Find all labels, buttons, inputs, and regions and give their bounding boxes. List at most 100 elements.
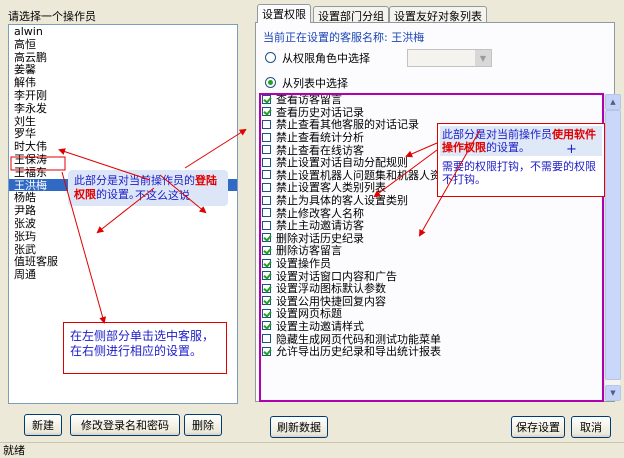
current-name-prefix: 当前正在设置的客服名称: xyxy=(263,31,392,44)
list-radio[interactable] xyxy=(265,77,276,88)
permission-checkbox[interactable] xyxy=(262,170,271,180)
operator-list-item[interactable]: 张玙 xyxy=(14,229,36,243)
permission-checkbox[interactable] xyxy=(262,233,271,243)
new-button[interactable]: 新建 xyxy=(24,414,62,436)
cancel-button[interactable]: 取消 xyxy=(571,416,611,438)
permission-checkbox[interactable] xyxy=(262,208,271,218)
permission-checkbox[interactable] xyxy=(262,195,271,205)
save-button[interactable]: 保存设置 xyxy=(511,416,565,438)
permission-scrollbar[interactable]: ▲ ▼ xyxy=(604,94,621,401)
permission-checkbox[interactable] xyxy=(262,94,271,104)
permission-checkbox[interactable] xyxy=(262,245,271,255)
permission-checkbox[interactable] xyxy=(262,145,271,155)
permission-item[interactable]: 允许导出历史纪录和导出统计报表 xyxy=(259,345,605,358)
permission-item[interactable]: 禁止查看在线访客 xyxy=(259,143,605,157)
arrow-left-note-down xyxy=(96,187,155,234)
permission-label: 禁止查看在线访客 xyxy=(276,143,364,157)
operator-list-item[interactable]: 尹路 xyxy=(14,204,36,218)
tab-permissions[interactable]: 设置权限 xyxy=(257,4,311,23)
right-note-text-a: 此部分是对当前操作员 xyxy=(442,128,552,141)
operator-list-item[interactable]: 值班客服 xyxy=(14,255,58,269)
current-name-value: 王洪梅 xyxy=(391,31,425,44)
permission-list: 查看访客留言查看历史对话记录禁止查看其他客服的对话记录禁止查看统计分析禁止查看在… xyxy=(259,93,605,402)
plus-icon: + xyxy=(566,142,577,157)
permission-item[interactable]: 禁止设置客人类别列表 xyxy=(259,181,605,194)
operator-list-item[interactable]: 刘生 xyxy=(14,114,36,128)
scroll-down-icon[interactable]: ▼ xyxy=(605,385,621,401)
operator-list-item[interactable]: 王福东 xyxy=(14,165,47,179)
permission-checkbox[interactable] xyxy=(262,220,271,230)
permission-item[interactable]: 设置网页标题 xyxy=(259,307,605,320)
permission-label: 禁止为具体的客人设置类别 xyxy=(276,194,408,208)
role-select[interactable]: ▼ xyxy=(407,49,492,67)
tab-friendly-objects[interactable]: 设置友好对象列表 xyxy=(389,6,487,23)
arrow-right-note-list xyxy=(405,142,438,158)
permission-label: 设置网页标题 xyxy=(276,307,342,321)
permission-item[interactable]: 删除访客留言 xyxy=(259,244,605,257)
operator-list-item[interactable]: 高云鹏 xyxy=(14,50,47,64)
permission-item[interactable]: 禁止主动邀请访客 xyxy=(259,219,605,232)
permission-item[interactable]: 设置主动邀请样式 xyxy=(259,320,605,333)
permission-item[interactable]: 隐藏生成网页代码和测试功能菜单 xyxy=(259,332,605,346)
operator-list-item[interactable]: 姜馨 xyxy=(14,63,36,77)
permission-checkbox[interactable] xyxy=(262,308,271,318)
permission-checkbox[interactable] xyxy=(262,107,271,117)
permission-checkbox[interactable] xyxy=(262,258,271,268)
permission-item[interactable]: 禁止查看其他客服的对话记录 xyxy=(259,118,605,131)
permission-item[interactable]: 禁止为具体的客人设置类别 xyxy=(259,194,605,207)
left-note-text-b: 的设置。 xyxy=(96,188,140,201)
permission-item[interactable]: 禁止修改客人名称 xyxy=(259,206,605,220)
login-permission-note: 此部分是对当前操作员的登陆权限的设置。 xyxy=(68,170,228,206)
operator-list-item[interactable]: 李开刚 xyxy=(14,88,47,102)
scroll-thumb[interactable] xyxy=(605,110,621,380)
edit-login-button[interactable]: 修改登录名和密码 xyxy=(70,414,180,436)
permission-checkbox[interactable] xyxy=(262,346,271,356)
delete-button[interactable]: 删除 xyxy=(184,414,222,436)
permission-item[interactable]: 禁止设置对话自动分配规则 xyxy=(259,156,605,169)
operator-list-item[interactable]: 罗华 xyxy=(14,127,36,141)
right-note-text-b: 的设置。 xyxy=(486,141,530,154)
permission-label: 禁止主动邀请访客 xyxy=(276,219,364,233)
operator-list-item[interactable]: 李永发 xyxy=(14,101,47,115)
status-bar: 就绪 xyxy=(0,442,624,458)
operator-list-item[interactable]: 周通 xyxy=(14,268,36,282)
permission-checkbox[interactable] xyxy=(262,157,271,167)
permission-item[interactable]: 设置操作员 xyxy=(259,257,605,270)
permission-item[interactable]: 禁止查看统计分析 xyxy=(259,131,605,144)
operator-list-item[interactable]: 王保涛 xyxy=(14,152,47,166)
permission-label: 设置操作员 xyxy=(276,257,331,271)
permission-item[interactable]: 查看历史对话记录 xyxy=(259,106,605,119)
permission-checkbox[interactable] xyxy=(262,132,271,142)
operator-list-item[interactable]: 高恒 xyxy=(14,37,36,51)
operator-list-item[interactable]: alwin xyxy=(14,25,43,38)
permission-item[interactable]: 查看访客留言 xyxy=(259,93,605,106)
permission-checkbox[interactable] xyxy=(262,334,271,344)
operator-list-item[interactable]: 张波 xyxy=(14,216,36,230)
role-radio[interactable] xyxy=(265,52,276,63)
refresh-button[interactable]: 刷新数据 xyxy=(270,416,328,438)
permission-item[interactable]: 设置公用快捷回复内容 xyxy=(259,295,605,308)
operator-list-item[interactable]: 杨皓 xyxy=(14,191,36,205)
tab-department-groups[interactable]: 设置部门分组 xyxy=(313,6,389,23)
permission-label: 删除访客留言 xyxy=(276,244,342,258)
permission-label: 禁止查看统计分析 xyxy=(276,131,364,145)
permission-item[interactable]: 删除对话历史纪录 xyxy=(259,232,605,245)
permission-checkbox[interactable] xyxy=(262,283,271,293)
arrow-left-note-list xyxy=(58,148,151,181)
permission-item[interactable]: 设置浮动图标默认参数 xyxy=(259,282,605,295)
arrow-left-note-right xyxy=(159,174,207,214)
permission-checkbox[interactable] xyxy=(262,182,271,192)
operator-list-item[interactable]: 张武 xyxy=(14,242,36,256)
operator-list-item[interactable]: 时大伟 xyxy=(14,140,47,154)
permission-checkbox[interactable] xyxy=(262,321,271,331)
role-radio-label: 从权限角色中选择 xyxy=(282,52,370,65)
operator-list-item[interactable]: 解伟 xyxy=(14,76,36,90)
permission-label: 允许导出历史纪录和导出统计报表 xyxy=(276,345,441,359)
permission-item[interactable]: 设置对话窗口内容和广告 xyxy=(259,269,605,283)
permission-checkbox[interactable] xyxy=(262,119,271,129)
scroll-up-icon[interactable]: ▲ xyxy=(605,94,621,110)
permission-checkbox[interactable] xyxy=(262,296,271,306)
permission-checkbox[interactable] xyxy=(262,271,271,281)
right-note-highlight: 使用软件操作权限 xyxy=(442,128,596,154)
chevron-down-icon[interactable]: ▼ xyxy=(475,50,491,66)
